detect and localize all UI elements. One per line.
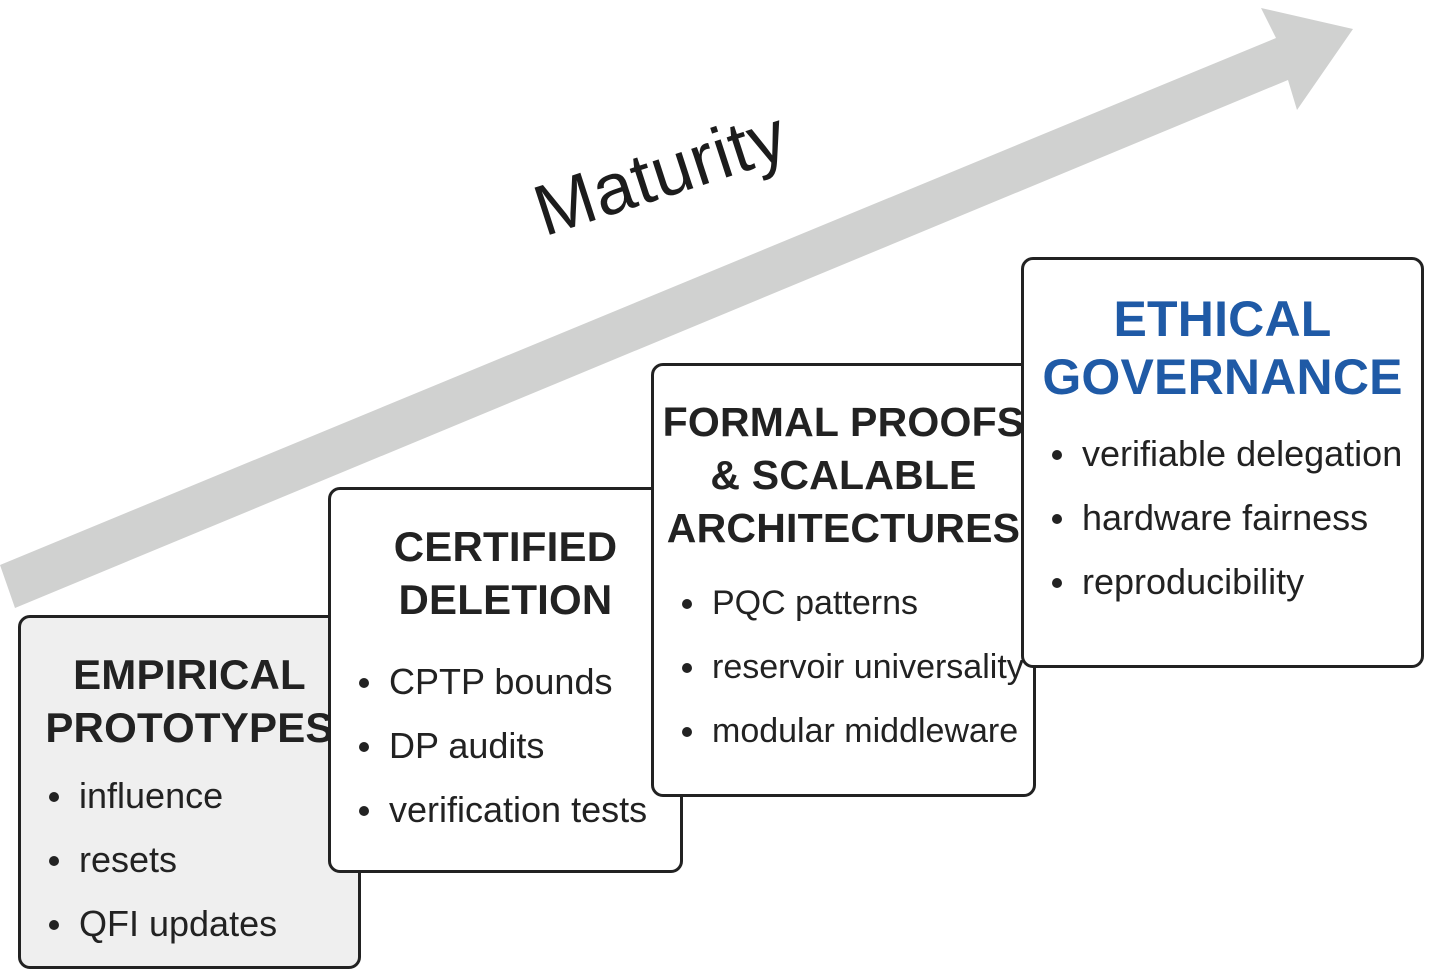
stage-item-list: CPTP bounds DP audits verification tests bbox=[359, 650, 680, 842]
stage-title: FORMAL PROOFS & SCALABLE ARCHITECTURES bbox=[654, 396, 1033, 555]
stage-title-line: PROTOTYPES bbox=[45, 704, 334, 751]
list-item: QFI updates bbox=[49, 892, 358, 956]
stage-title: EMPIRICAL PROTOTYPES bbox=[21, 648, 358, 754]
list-item: influence bbox=[49, 764, 358, 828]
list-item: resets bbox=[49, 828, 358, 892]
stage-title-line: GOVERNANCE bbox=[1042, 349, 1403, 405]
stage-title: ETHICAL GOVERNANCE bbox=[1024, 290, 1421, 406]
stage-empirical-prototypes: EMPIRICAL PROTOTYPES influence resets QF… bbox=[18, 615, 361, 969]
stage-item-list: influence resets QFI updates bbox=[49, 764, 358, 956]
list-item: DP audits bbox=[359, 714, 680, 778]
stage-title-line: ETHICAL bbox=[1113, 291, 1332, 347]
stage-title: CERTIFIED DELETION bbox=[331, 520, 680, 626]
list-item: verifiable delegation bbox=[1052, 422, 1421, 486]
stage-item-list: verifiable delegation hardware fairness … bbox=[1052, 422, 1421, 614]
list-item: verification tests bbox=[359, 778, 680, 842]
list-item: PQC patterns bbox=[682, 571, 1033, 635]
stage-title-line: EMPIRICAL bbox=[73, 651, 306, 698]
stage-certified-deletion: CERTIFIED DELETION CPTP bounds DP audits… bbox=[328, 487, 683, 873]
list-item: reservoir universality bbox=[682, 635, 1033, 699]
stage-ethical-governance: ETHICAL GOVERNANCE verifiable delegation… bbox=[1021, 257, 1424, 668]
list-item: reproducibility bbox=[1052, 550, 1421, 614]
stage-title-line: & SCALABLE bbox=[710, 452, 977, 498]
stage-item-list: PQC patterns reservoir universality modu… bbox=[682, 571, 1033, 763]
list-item: modular middleware bbox=[682, 699, 1033, 763]
stage-formal-proofs: FORMAL PROOFS & SCALABLE ARCHITECTURES P… bbox=[651, 363, 1036, 797]
stage-title-line: ARCHITECTURES bbox=[666, 505, 1021, 551]
stage-title-line: DELETION bbox=[398, 576, 613, 623]
list-item: hardware fairness bbox=[1052, 486, 1421, 550]
list-item: CPTP bounds bbox=[359, 650, 680, 714]
stage-title-line: FORMAL PROOFS bbox=[662, 399, 1025, 445]
stage-title-line: CERTIFIED bbox=[393, 523, 618, 570]
maturity-arrow-shape bbox=[0, 8, 1353, 608]
